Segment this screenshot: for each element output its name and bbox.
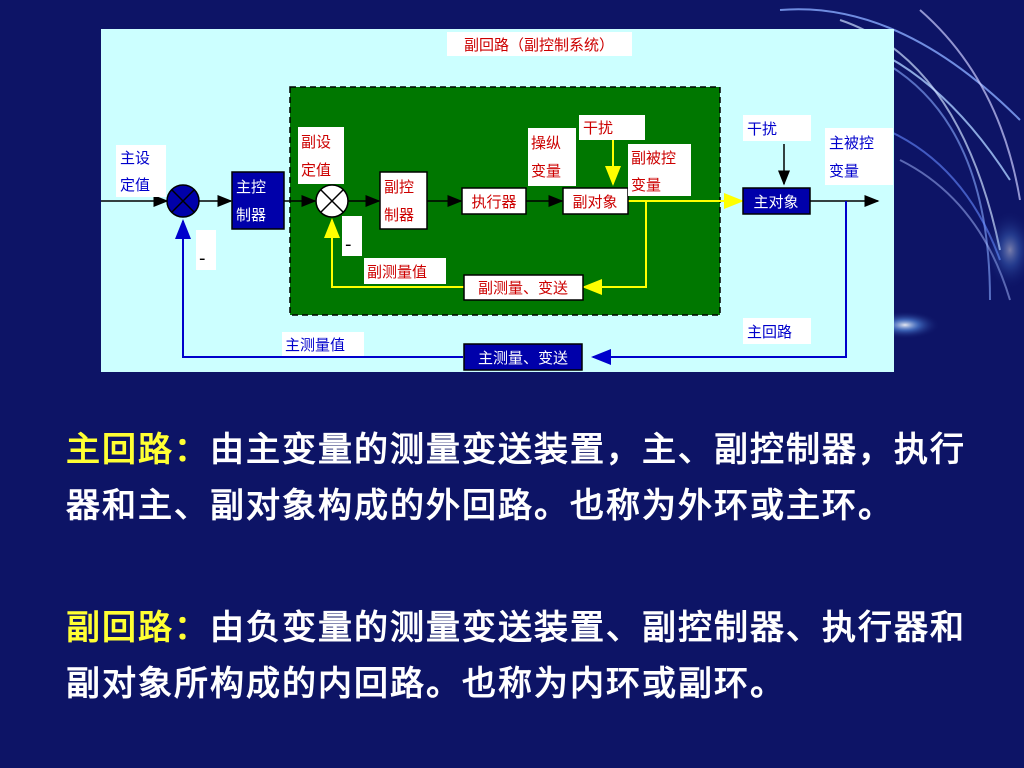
sub-disturbance-label: 干扰 [583,119,613,137]
inner-loop-title: 副回路（副控制系统） [464,36,614,54]
sub-loop-term: 副回路： [66,608,210,648]
main-disturbance-label: 干扰 [747,120,777,138]
main-controlled-var-label-2: 变量 [829,162,859,180]
sub-object-label: 副对象 [572,193,617,211]
sub-setpoint-label-1: 副设 [301,133,331,151]
actuator-block [461,187,527,215]
manipulated-var-label-2: 变量 [531,162,561,180]
main-transmitter-block [463,343,583,371]
manipulated-var-label-1: 操纵 [531,134,561,152]
sub-loop-paragraph: 副回路：由负变量的测量变送装置、副控制器、执行器和副对象所构成的内回路。也称为内… [66,600,966,712]
main-object-block [742,187,811,215]
main-controller-block [231,171,285,230]
main-transmitter-label: 主测量、变送 [478,349,568,367]
main-loop-label: 主回路 [747,323,792,341]
main-setpoint-label-1: 主设 [120,149,150,167]
sub-controlled-var-label-2: 变量 [631,176,661,194]
sub-transmitter-block [463,274,584,301]
main-minus-sign: - [199,248,206,269]
main-object-label: 主对象 [753,193,798,211]
main-measured-value-label: 主测量值 [285,336,345,354]
main-summing-junction [166,184,200,218]
sub-setpoint-label-2: 定值 [301,161,331,179]
sub-loop-description: 由负变量的测量变送装置、副控制器、执行器和副对象所构成的内回路。也称为内环或副环… [66,608,966,704]
main-loop-description: 由主变量的测量变送装置，主、副控制器，执行器和主、副对象构成的外回路。也称为外环… [66,430,966,526]
main-loop-term: 主回路： [66,430,210,470]
sub-controlled-var-label-1: 副被控 [631,149,676,167]
cascade-control-diagram: 副回路（副控制系统） 主设 定值 主控 制器 - 副设 定值 - 副控 制器 执… [101,29,894,372]
sub-controller-label-2: 制器 [384,206,414,224]
actuator-label: 执行器 [471,193,516,211]
sub-object-block [562,187,629,215]
sub-transmitter-label: 副测量、变送 [478,279,568,297]
sub-controller-label-1: 副控 [384,178,414,196]
sub-controller-block [379,171,428,230]
main-controller-label-2: 制器 [236,206,266,224]
sub-measured-value-label: 副测量值 [367,263,427,281]
sub-minus-sign: - [345,234,352,255]
main-controlled-var-label-1: 主被控 [829,134,874,152]
main-setpoint-label-2: 定值 [120,176,150,194]
main-loop-paragraph: 主回路：由主变量的测量变送装置，主、副控制器，执行器和主、副对象构成的外回路。也… [66,422,966,534]
sub-summing-junction [315,184,349,218]
main-controller-label-1: 主控 [236,178,266,196]
